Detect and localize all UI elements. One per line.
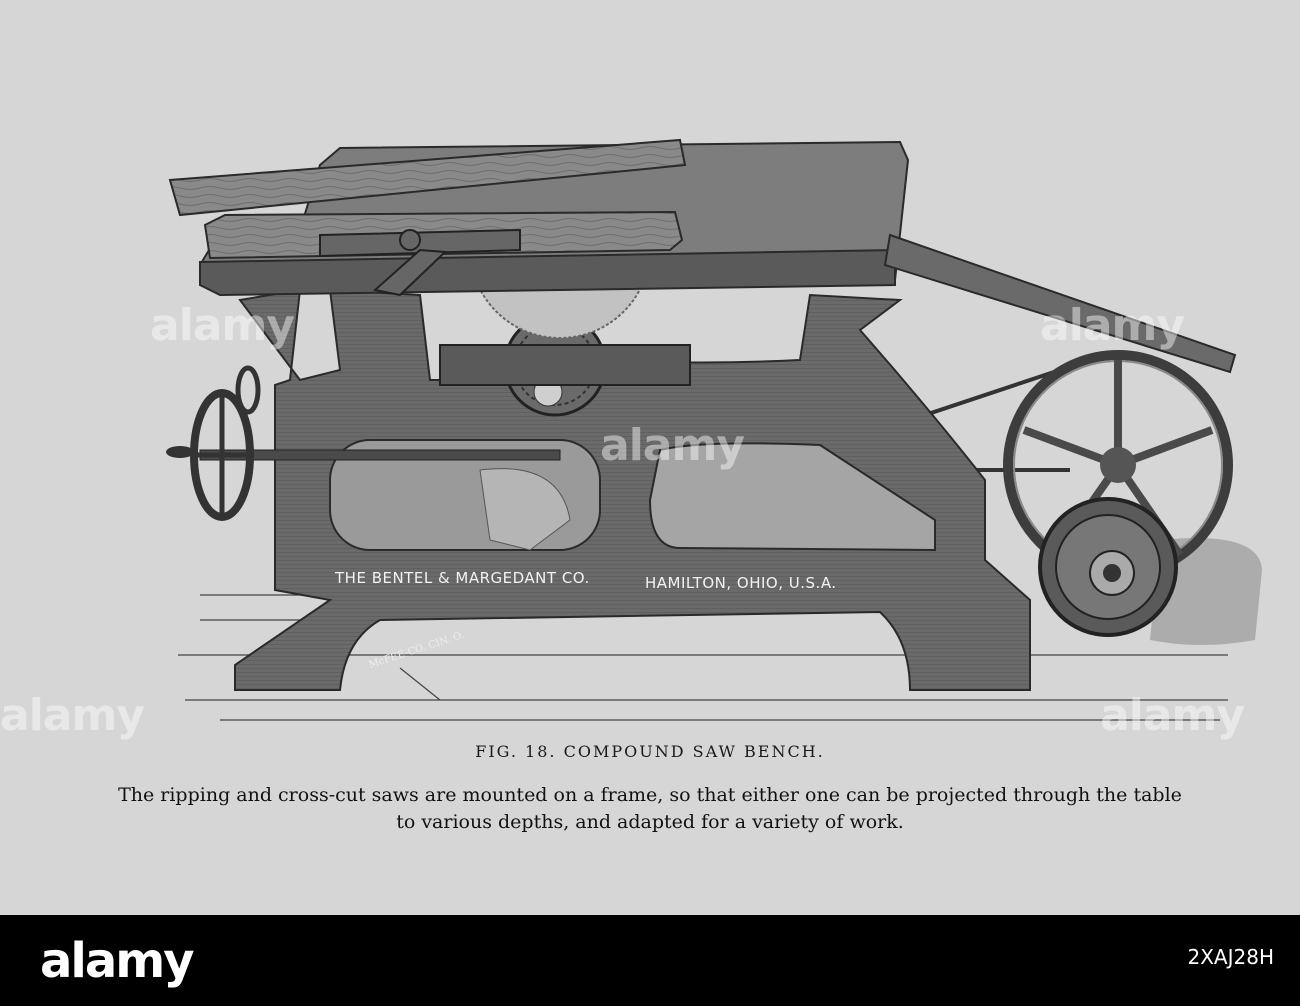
stock-logo[interactable]: alamy	[40, 933, 195, 989]
stock-bar: alamy 2XAJ28H	[0, 915, 1300, 1006]
floor-lines	[178, 594, 1228, 721]
frame-location-text: HAMILTON, OHIO, U.S.A.	[645, 574, 837, 592]
extension-rail	[883, 233, 1237, 374]
watermark: alamy	[1100, 690, 1245, 741]
watermark: alamy	[1040, 300, 1185, 351]
flywheel	[1003, 350, 1233, 580]
engraver-signature: McFEE-CO. CIN. O.	[368, 630, 466, 671]
lower-saw-blade	[479, 468, 571, 551]
floor-shadow	[1150, 538, 1262, 645]
mitre-guide	[319, 228, 521, 297]
figure-description: The ripping and cross-cut saws are mount…	[118, 784, 1182, 833]
watermark: alamy	[150, 300, 295, 351]
frame-opening-right	[648, 442, 936, 552]
document-page: THE BENTEL & MARGEDANT CO. HAMILTON, OHI…	[0, 0, 1300, 915]
board-on-table	[168, 138, 687, 217]
drive-pulley	[1038, 497, 1178, 637]
stock-image-id: 2XAJ28H	[1187, 945, 1275, 969]
saw-bench-illustration: THE BENTEL & MARGEDANT CO. HAMILTON, OHI…	[166, 138, 1262, 721]
watermark: alamy	[600, 420, 745, 471]
table-edge	[199, 248, 896, 297]
handwheel	[166, 365, 261, 521]
gear-housing	[439, 344, 691, 386]
frame-maker-text: THE BENTEL & MARGEDANT CO.	[334, 569, 590, 587]
watermark: alamy	[0, 690, 145, 741]
figure-caption: FIG. 18. COMPOUND SAW BENCH.	[475, 742, 825, 761]
